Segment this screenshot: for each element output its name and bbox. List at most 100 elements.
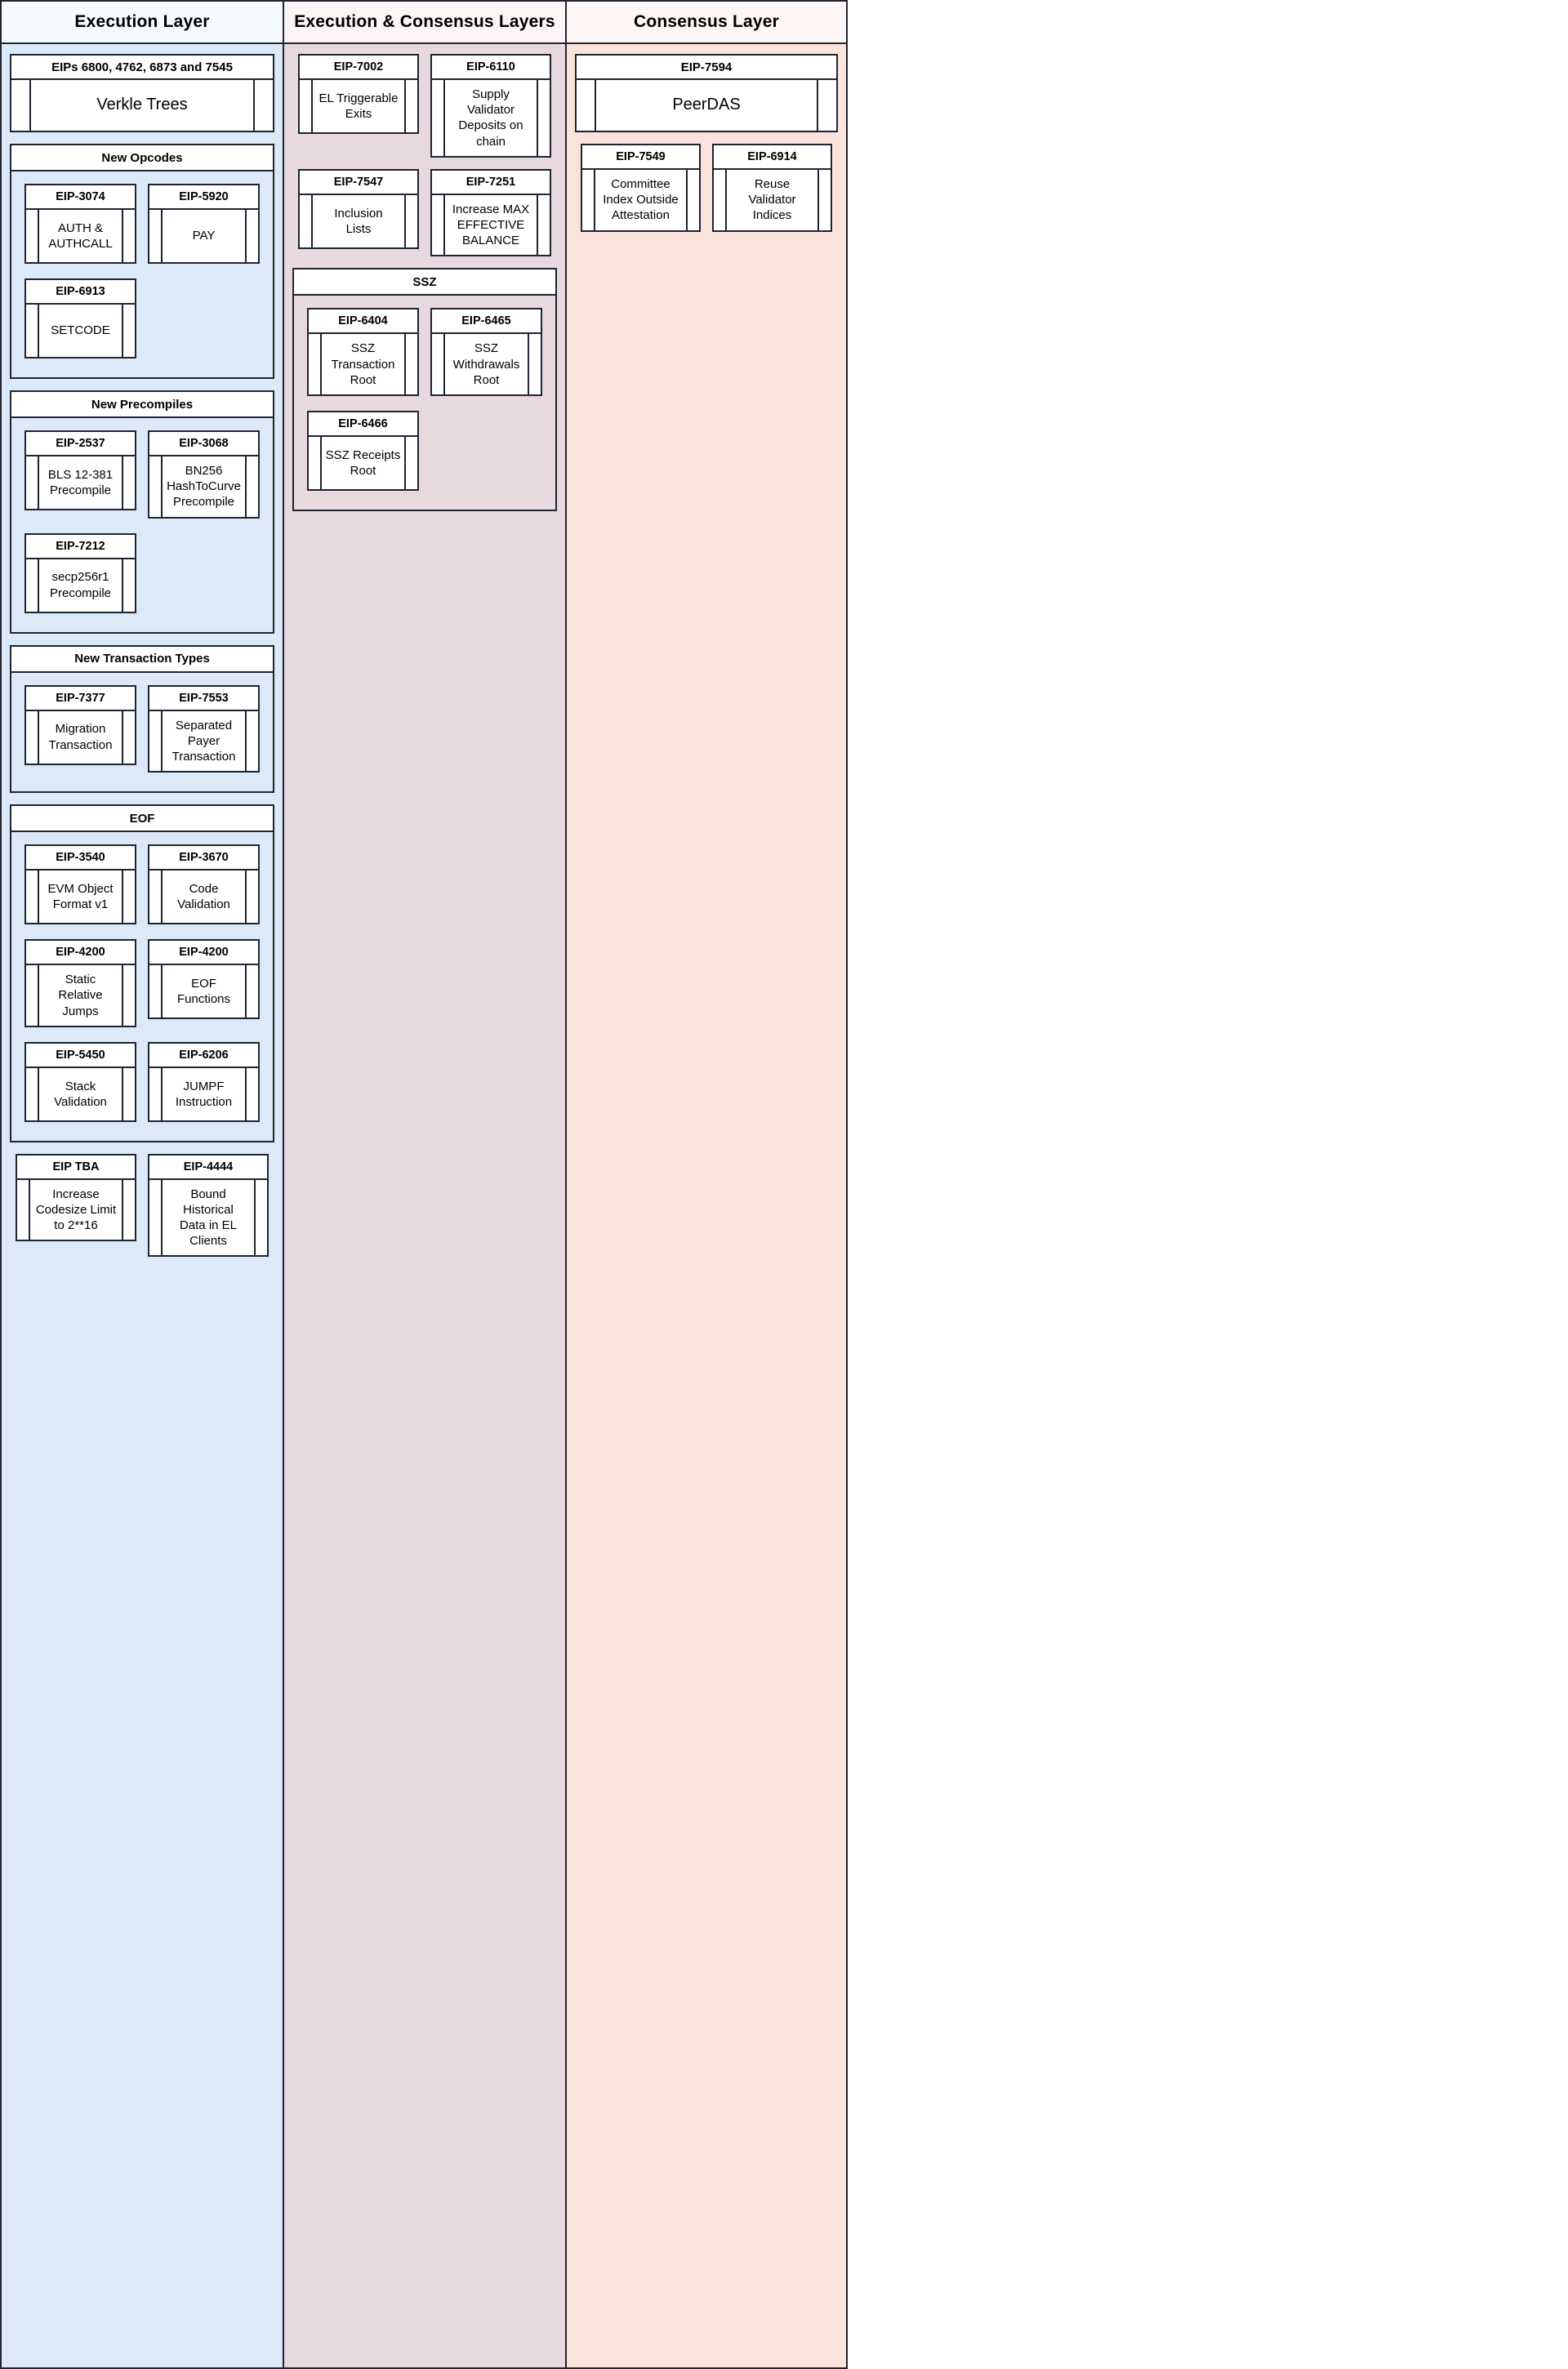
eip-card-header: EIP-7547: [300, 170, 417, 195]
eip-card-left-gutter: [26, 305, 39, 357]
eip-card-body: Committee Index Outside Attestation: [582, 170, 699, 230]
eip-card-header: EIP-7377: [26, 686, 135, 711]
eip-card-header: EIPs 6800, 4762, 6873 and 7545: [11, 56, 273, 80]
eip-card-body: EOF Functions: [149, 965, 258, 1018]
column-title-consensus-layer: Consensus Layer: [567, 2, 846, 44]
eip-card-right-gutter: [254, 1179, 267, 1256]
eip-card-header: EIP-4444: [149, 1155, 267, 1180]
eip-card-label: Increase MAX EFFECTIVE BALANCE: [452, 202, 530, 248]
column-title-execution-layer: Execution Layer: [2, 2, 283, 44]
eip-card-label: Verkle Trees: [96, 96, 188, 114]
eip-card-label: Code Validation: [177, 881, 230, 912]
eip-card-right-gutter: [122, 710, 135, 764]
eip-card-right-gutter: [122, 210, 135, 262]
eip-card-left-gutter: [26, 1067, 39, 1120]
eip-card-label: Supply Validator Deposits on chain: [458, 87, 523, 149]
eip-card-label: EOF Functions: [176, 976, 231, 1007]
eip-card-left-gutter: [300, 194, 313, 247]
eip-card-header: EIP-6466: [309, 412, 417, 437]
eip-card-left-gutter: [582, 170, 595, 230]
eip-card-label: EL Triggerable Exits: [318, 91, 399, 121]
eip-card-right-gutter: [122, 965, 135, 1026]
eip-card-header: EIP TBA: [17, 1155, 135, 1180]
eip-card-body: PeerDAS: [577, 80, 836, 131]
eip-card-left-gutter: [432, 334, 445, 394]
eip-card-body: Code Validation: [149, 871, 258, 924]
eip-card-left-gutter: [432, 80, 445, 156]
eip-card-right-gutter: [122, 559, 135, 612]
eip-card-label: SSZ Transaction Root: [331, 341, 395, 387]
column-title-execution-and-consensus-layers: Execution & Consensus Layers: [284, 2, 565, 44]
eip-card-label: EVM Object Format v1: [47, 881, 114, 912]
eip-card-left-gutter: [300, 80, 313, 132]
eip-card-left-gutter: [26, 871, 39, 924]
eip-card-body: SSZ Withdrawals Root: [432, 334, 541, 394]
eip-card-header: EIP-5920: [149, 185, 258, 210]
eip-card-left-gutter: [11, 80, 31, 131]
eip-card-body: JUMPF Instruction: [149, 1067, 258, 1120]
eip-card-body: Inclusion Lists: [300, 194, 417, 247]
eip-card-label: PAY: [192, 229, 216, 243]
eip-card-header: EIP-2537: [26, 432, 135, 456]
eip-card-body: PAY: [149, 210, 258, 262]
group-title-eof: EOF: [11, 806, 273, 833]
eip-card-header: EIP-6914: [714, 145, 831, 170]
eip-card-body: Increase Codesize Limit to 2**16: [17, 1179, 135, 1240]
eip-card-label: Committee Index Outside Attestation: [603, 177, 679, 223]
eip-card-body: Migration Transaction: [26, 710, 135, 764]
eip-card-body: Bound Historical Data in EL Clients: [149, 1179, 267, 1256]
eip-card-right-gutter: [404, 436, 417, 489]
eip-card-header: EIP-3670: [149, 846, 258, 871]
eip-card-body: Static Relative Jumps: [26, 965, 135, 1026]
group-title-new-precompiles: New Precompiles: [11, 392, 273, 418]
eip-card-header: EIP-7594: [577, 56, 836, 80]
eip-card-right-gutter: [817, 80, 836, 131]
eip-card-body: Separated Payer Transaction: [149, 710, 258, 772]
eip-card-right-gutter: [404, 334, 417, 394]
eip-card-body: Supply Validator Deposits on chain: [432, 80, 550, 156]
eip-card-label: Bound Historical Data in EL Clients: [179, 1187, 238, 1249]
group-title-new-transaction-types: New Transaction Types: [11, 646, 273, 673]
eip-card-label: PeerDAS: [672, 96, 741, 114]
eip-card-body: Increase MAX EFFECTIVE BALANCE: [432, 194, 550, 256]
eip-card-left-gutter: [26, 710, 39, 764]
eip-card-body: AUTH & AUTHCALL: [26, 210, 135, 262]
eip-card-label: JUMPF Instruction: [175, 1079, 233, 1109]
eip-card-left-gutter: [26, 965, 39, 1026]
eip-card-header: EIP-7212: [26, 534, 135, 559]
eip-card-left-gutter: [577, 80, 596, 131]
eip-card-right-gutter: [245, 456, 258, 517]
